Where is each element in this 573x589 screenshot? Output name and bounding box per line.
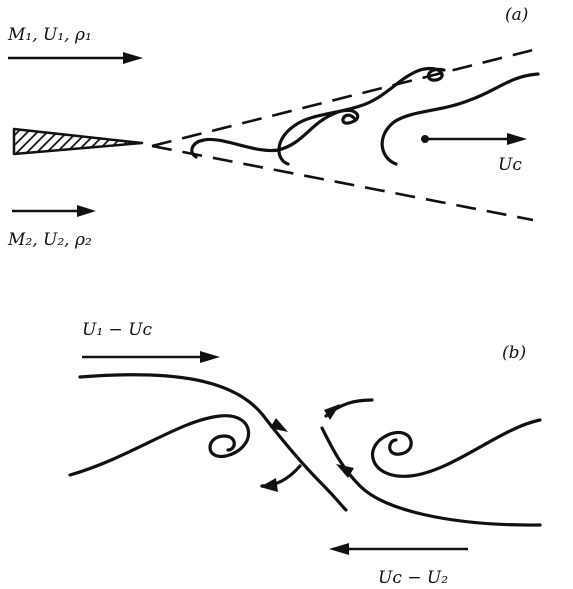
upper-relative-velocity-label: U₁ − Uᴄ [82,320,153,340]
panel-a: (a) M₁, U₁, ρ₁ M₂, U₂, ρ₂ Uᴄ [7,5,540,250]
upper-streamline-arrowhead [270,418,288,432]
left-eddy-spiral [68,414,302,488]
lower-edge-dashed-line [151,144,534,222]
upper-edge-dashed-line [151,48,534,148]
lower-relative-arrow [329,543,468,555]
convection-velocity-label: Uᴄ [498,155,522,175]
vortex-sheet-curve [190,67,540,166]
upper-relative-arrow [82,351,220,363]
lower-streamline [320,426,542,527]
upper-streamline [78,373,348,512]
lower-streamline-arrowhead [336,464,354,478]
right-eddy-spiral [324,398,542,478]
lower-stream-label: M₂, U₂, ρ₂ [7,230,92,250]
upper-stream-label: M₁, U₁, ρ₁ [7,25,92,45]
convection-arrow-head [507,133,527,145]
right-eddy-arrowhead [324,404,340,420]
upper-stream-arrow [8,52,143,64]
panel-b-tag: (b) [502,343,526,363]
left-eddy-arrowhead [260,478,278,492]
panel-b: U₁ − Uᴄ (b) Uᴄ − U₂ [68,320,542,588]
splitter-plate [12,127,144,156]
lower-relative-velocity-label: Uᴄ − U₂ [378,568,448,588]
panel-a-tag: (a) [505,5,528,25]
lower-stream-arrow [12,205,96,217]
